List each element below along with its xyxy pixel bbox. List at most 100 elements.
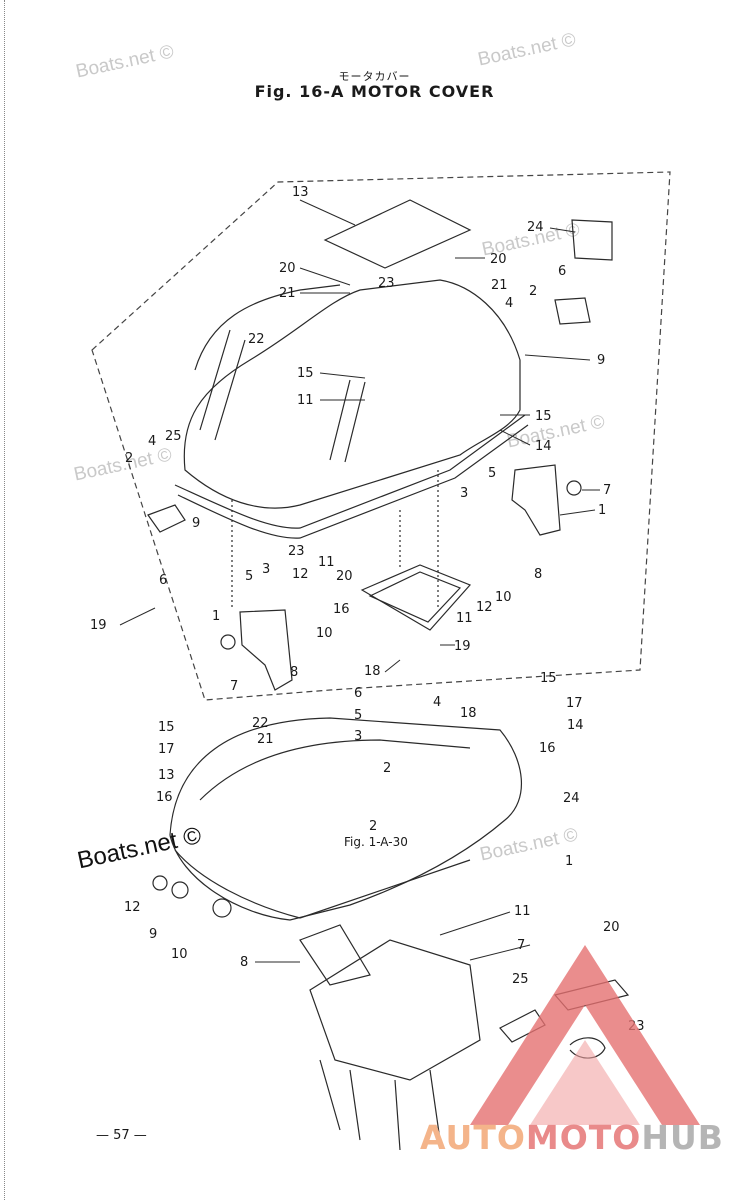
callout-label: 7 bbox=[230, 679, 238, 694]
callout-label: 6 bbox=[354, 686, 362, 701]
bottom-cover-shell bbox=[169, 717, 523, 921]
callout-label: 10 bbox=[316, 626, 333, 641]
callout-label: 4 bbox=[148, 434, 156, 449]
callout-label: 20 bbox=[279, 261, 296, 276]
callout-label: 20 bbox=[603, 920, 620, 935]
callout-label: 18 bbox=[364, 664, 381, 679]
callout-label: 18 bbox=[460, 706, 477, 721]
callout-label: 23 bbox=[378, 276, 395, 291]
grommet bbox=[171, 881, 189, 899]
access-plate bbox=[323, 199, 472, 269]
callout-label: 5 bbox=[245, 569, 253, 584]
callout-label: 12 bbox=[476, 600, 493, 615]
leader-lines bbox=[119, 199, 600, 963]
callout-label: 10 bbox=[495, 590, 512, 605]
grommet bbox=[212, 898, 232, 918]
callout-label: 15 bbox=[158, 720, 175, 735]
callout-label: 25 bbox=[512, 972, 529, 987]
callout-label: 15 bbox=[540, 671, 557, 686]
callout-label: 24 bbox=[563, 791, 580, 806]
callout-label: 2 bbox=[125, 451, 133, 466]
callout-label: 11 bbox=[456, 611, 473, 626]
callout-label: 15 bbox=[535, 409, 552, 424]
figure-reference: Fig. 1-A-30 bbox=[344, 835, 408, 849]
logo-part-hub: HUB bbox=[641, 1118, 724, 1157]
callout-label: 1 bbox=[212, 609, 220, 624]
upper-group-boundary bbox=[91, 171, 671, 701]
callout-label: 4 bbox=[433, 695, 441, 710]
callout-label: 16 bbox=[539, 741, 556, 756]
figure-title: Fig. 16-A MOTOR COVER bbox=[254, 82, 495, 101]
callout-label: 2 bbox=[529, 284, 537, 299]
callout-label: 9 bbox=[192, 516, 200, 531]
callout-label: 10 bbox=[171, 947, 188, 962]
callout-label: 16 bbox=[156, 790, 173, 805]
lower-cover-assembly bbox=[152, 717, 630, 1151]
callout-label: 5 bbox=[354, 708, 362, 723]
callout-label: 20 bbox=[336, 569, 353, 584]
figure-subtitle-jp: モータカバー bbox=[338, 70, 411, 83]
callout-label: 3 bbox=[354, 729, 362, 744]
callout-label: 13 bbox=[292, 185, 309, 200]
bottom-cover-inner-rim bbox=[199, 739, 471, 801]
latch-left bbox=[239, 609, 293, 691]
callout-label: 7 bbox=[517, 938, 525, 953]
binding-edge-line bbox=[4, 0, 5, 1200]
callout-label: 19 bbox=[90, 618, 107, 633]
logo-triangle-icon bbox=[470, 945, 700, 1125]
callout-label: 5 bbox=[488, 466, 496, 481]
callout-label: 21 bbox=[279, 286, 296, 301]
callout-label: 8 bbox=[290, 665, 298, 680]
bottom-cover-rim bbox=[174, 849, 471, 919]
callout-label: 20 bbox=[490, 252, 507, 267]
bracket-frame bbox=[360, 564, 472, 631]
automotohub-logo: AUTOMOTOHUB bbox=[420, 1118, 724, 1157]
grommet bbox=[152, 875, 168, 891]
cover-lower-rim-2 bbox=[177, 424, 529, 539]
logo-part-auto: AUTO bbox=[420, 1118, 526, 1157]
latch-right bbox=[511, 464, 561, 536]
callout-label: 8 bbox=[534, 567, 542, 582]
assembly-guide-lines bbox=[231, 470, 439, 610]
callout-label: 7 bbox=[603, 483, 611, 498]
callout-label: 1 bbox=[598, 503, 606, 518]
callout-label: 2 bbox=[369, 819, 377, 834]
cover-lower-rim bbox=[174, 414, 526, 529]
cover-side-stripes bbox=[199, 329, 366, 463]
callout-label: 9 bbox=[597, 353, 605, 368]
callout-label: 3 bbox=[262, 562, 270, 577]
lower-housing-legs bbox=[319, 1059, 441, 1151]
bracket-frame-inner bbox=[368, 571, 462, 623]
grommet-right bbox=[554, 297, 591, 325]
callout-label: 14 bbox=[567, 718, 584, 733]
callout-label: 12 bbox=[124, 900, 141, 915]
logo-part-moto: MOTO bbox=[525, 1118, 642, 1157]
decal bbox=[571, 219, 613, 261]
callout-label: 23 bbox=[288, 544, 305, 559]
callout-label: 12 bbox=[292, 567, 309, 582]
callout-label: 4 bbox=[505, 296, 513, 311]
callout-label: 6 bbox=[159, 573, 167, 588]
callout-label: 15 bbox=[297, 366, 314, 381]
washer bbox=[220, 634, 236, 650]
callout-label: 21 bbox=[491, 278, 508, 293]
callout-label: 17 bbox=[158, 742, 175, 757]
callout-label: 2 bbox=[383, 761, 391, 776]
page-number: — 57 — bbox=[96, 1128, 147, 1143]
callout-label: 21 bbox=[257, 732, 274, 747]
cover-frame bbox=[194, 284, 341, 371]
callout-label: 11 bbox=[318, 555, 335, 570]
washer bbox=[566, 480, 582, 496]
callout-label: 24 bbox=[527, 220, 544, 235]
callout-label: 14 bbox=[535, 439, 552, 454]
callout-labels: 13 24 20 20 21 23 21 6 2 4 22 9 15 11 15… bbox=[90, 185, 645, 1034]
callout-label: 3 bbox=[460, 486, 468, 501]
callout-label: 25 bbox=[165, 429, 182, 444]
callout-label: 6 bbox=[558, 264, 566, 279]
callout-label: 11 bbox=[514, 904, 531, 919]
callout-label: 11 bbox=[297, 393, 314, 408]
grommet-left bbox=[147, 504, 186, 533]
callout-label: 8 bbox=[240, 955, 248, 970]
